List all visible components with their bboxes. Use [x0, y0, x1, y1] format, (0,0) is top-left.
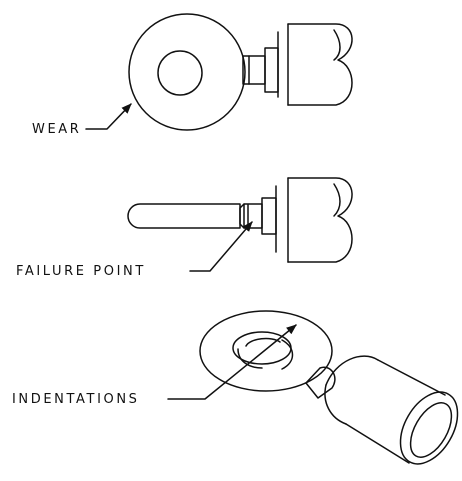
- indentations-label: INDENTATIONS: [12, 392, 140, 407]
- indentation-arc-right: [281, 339, 294, 370]
- indentations-eyebolt-figure: INDENTATIONS: [12, 310, 459, 465]
- indentation-arc-left: [237, 348, 263, 369]
- eye-collar: [264, 47, 279, 93]
- worn-eyebolt-figure: WEAR: [32, 13, 353, 137]
- wear-leader-line: [85, 103, 132, 130]
- shank-break-symbol: [277, 23, 353, 106]
- failure-point-label: FAILURE POINT: [16, 264, 146, 279]
- failure-point-leader-line: [189, 221, 253, 272]
- iso-neck: [305, 366, 336, 399]
- indentations-leader-line: [167, 324, 297, 400]
- eye-ring-outer-iso: [199, 310, 333, 392]
- eye-ring-inner: [157, 50, 203, 96]
- shank-break-symbol-2: [275, 177, 353, 263]
- eye-ring-outer: [128, 13, 246, 131]
- rod-collar: [261, 197, 277, 235]
- iso-cylinder-body: [324, 355, 459, 465]
- eye-neck: [242, 55, 266, 85]
- failure-eyebolt-figure: FAILURE POINT: [16, 177, 353, 279]
- rod-body: [127, 203, 241, 229]
- wear-label: WEAR: [32, 122, 81, 137]
